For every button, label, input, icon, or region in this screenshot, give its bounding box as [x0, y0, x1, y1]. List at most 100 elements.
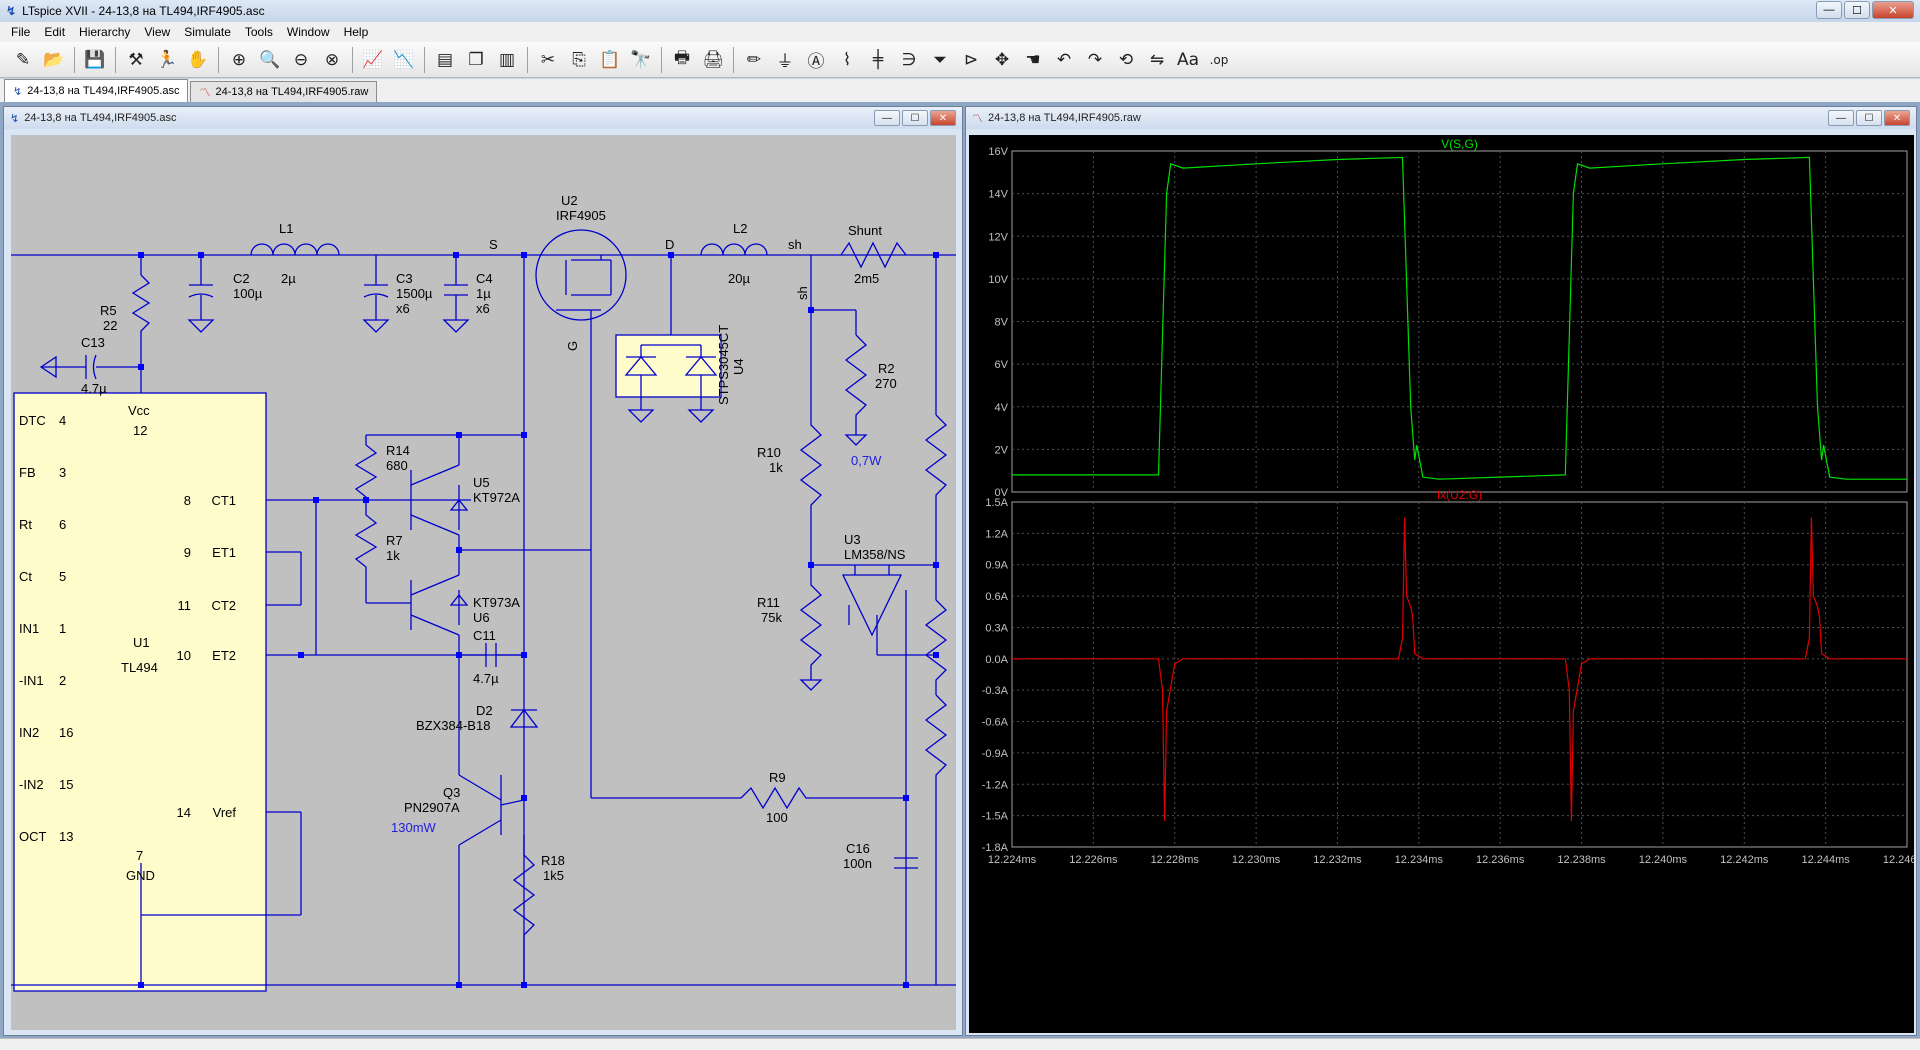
redo-icon[interactable]: ↷ [1087, 49, 1103, 70]
open-icon[interactable]: 📂 [43, 49, 65, 70]
trace-vsg [1012, 156, 1907, 480]
menu-tools[interactable]: Tools [244, 25, 273, 39]
run-icon[interactable]: 🏃 [156, 49, 178, 70]
y-tick-label: 0V [995, 487, 1009, 499]
zoom-fit-icon[interactable]: ⊗ [324, 49, 340, 70]
ic-pin-number: 10 [177, 648, 191, 663]
label-R11: R11 [757, 595, 780, 610]
label-R7: R7 [386, 533, 403, 548]
text-icon[interactable]: Aa [1176, 49, 1200, 70]
menu-bar: File Edit Hierarchy View Simulate Tools Window… [0, 22, 1920, 42]
menu-simulate[interactable]: Simulate [184, 25, 231, 39]
ic-pin-name: CT2 [211, 598, 236, 613]
mirror-icon[interactable]: ⇋ [1149, 49, 1165, 70]
zoom-out-icon[interactable]: ⊖ [293, 49, 309, 70]
label-C3-count: x6 [396, 301, 410, 316]
ic-pin-number: 1 [59, 621, 66, 636]
tab-waveform[interactable]: 〽24-13,8 на TL494,IRF4905.raw [190, 81, 378, 102]
autorange-icon[interactable]: 📈 [362, 49, 384, 70]
ic-pin-number: 8 [184, 493, 191, 508]
label-U2-value: IRF4905 [556, 208, 606, 223]
cascade-icon[interactable]: ❐ [468, 49, 484, 70]
halt-icon[interactable]: ✋ [187, 49, 209, 70]
resistor-icon[interactable]: ⌇ [842, 49, 852, 70]
menu-hierarchy[interactable]: Hierarchy [79, 25, 131, 39]
control-panel-icon[interactable]: ⚒ [128, 49, 144, 70]
drag-icon[interactable]: ☚ [1025, 49, 1041, 70]
menu-edit[interactable]: Edit [44, 25, 66, 39]
y-tick-label: 0.0A [985, 654, 1008, 666]
waveform-maximize-button[interactable]: ☐ [1856, 110, 1882, 126]
spice-directive-icon[interactable]: .op [1209, 52, 1229, 67]
label-C16: C16 [846, 841, 870, 856]
capacitor-icon[interactable]: ╪ [872, 49, 884, 70]
menu-view[interactable]: View [144, 25, 171, 39]
find-icon[interactable]: 🔭 [630, 49, 652, 70]
schematic-window[interactable]: ↯ 24-13,8 на TL494,IRF4905.asc — ☐ ✕ [3, 106, 963, 1036]
ground-icon[interactable]: ⏚ [776, 52, 794, 72]
trace-label-vsg[interactable]: V(S,G) [1441, 137, 1478, 151]
copy-icon[interactable]: ⎘ [572, 49, 586, 70]
pan-icon[interactable]: 🔍 [259, 49, 281, 70]
x-tick-label: 12.236ms [1476, 854, 1525, 866]
y-tick-label: -1.5A [982, 811, 1009, 823]
menu-window[interactable]: Window [286, 25, 330, 39]
schematic-close-button[interactable]: ✕ [930, 110, 956, 126]
waveform-close-button[interactable]: ✕ [1884, 110, 1910, 126]
draw-wire-icon[interactable]: ✏ [746, 49, 762, 70]
schematic-canvas[interactable]: L1 2µ C2 100µ R5 22 C13 4.7µ C3 1500µ x6… [11, 135, 956, 1030]
trace-label-ixu2g[interactable]: Ix(U2:G) [1437, 488, 1482, 502]
label-net-icon[interactable]: Ⓐ [807, 52, 825, 72]
cut-icon[interactable]: ✂ [540, 49, 556, 70]
tab-schematic[interactable]: ↯24-13,8 на TL494,IRF4905.asc [4, 79, 189, 102]
y-tick-label: 6V [995, 359, 1009, 371]
tile-vertical-icon[interactable]: ▥ [498, 49, 516, 70]
label-U3-value: LM358/NS [844, 547, 906, 562]
label-C3: C3 [396, 271, 413, 286]
inductor-icon[interactable]: ∋ [901, 49, 917, 70]
y-tick-label: 1.2A [985, 528, 1008, 540]
toolbar: ✎ 📂 💾 ⚒ 🏃 ✋ ⊕ 🔍 ⊖ ⊗ 📈 📉 ▤ ❐ ▥ ✂ ⎘ 📋 🔭 🖶 🖨 ✏ ⏚ Ⓐ ⌇ ╪ ∋ ⏷ ⊳ ✥ ☚ ↶ ↷ ⟲ ⇋ Aa .op [0, 42, 1920, 78]
minimize-button[interactable]: — [1816, 1, 1842, 19]
y-tick-label: 0.9A [985, 560, 1008, 572]
diode-icon[interactable]: ⏷ [933, 49, 947, 70]
label-C2-value: 100µ [233, 286, 263, 301]
x-tick-label: 12.228ms [1151, 854, 1200, 866]
move-icon[interactable]: ✥ [994, 49, 1010, 70]
print-preview-icon[interactable]: 🖨 [702, 49, 724, 70]
label-net-sh-2: sh [795, 286, 810, 300]
label-R2-power: 0,7W [851, 453, 882, 468]
label-R10-value: 1k [769, 460, 783, 475]
close-button[interactable]: ✕ [1872, 1, 1914, 19]
menu-file[interactable]: File [11, 25, 31, 39]
label-C16-value: 100n [843, 856, 872, 871]
undo-icon[interactable]: ↶ [1056, 49, 1072, 70]
new-schematic-icon[interactable]: ✎ [15, 49, 31, 70]
ic-pin-name: IN1 [19, 621, 39, 636]
ic-pin-number: 9 [184, 545, 191, 560]
delete-trace-icon[interactable]: 📉 [393, 49, 415, 70]
print-icon[interactable]: 🖶 [673, 48, 691, 68]
tile-horizontal-icon[interactable]: ▤ [436, 49, 454, 70]
toolbar-separator [115, 46, 116, 73]
waveform-minimize-button[interactable]: — [1828, 110, 1854, 126]
component-icon[interactable]: ⊳ [963, 49, 979, 70]
label-U4: U4 [731, 358, 746, 375]
y-tick-label: 12V [988, 231, 1008, 243]
menu-help[interactable]: Help [343, 25, 369, 39]
rotate-icon[interactable]: ⟲ [1118, 49, 1134, 70]
ic-pin-number: 2 [59, 673, 66, 688]
y-tick-label: -0.3A [982, 685, 1009, 697]
save-icon[interactable]: 💾 [84, 49, 106, 70]
ic-pin-name: OCT [19, 829, 47, 844]
y-tick-label: 2V [995, 444, 1009, 456]
schematic-maximize-button[interactable]: ☐ [902, 110, 928, 126]
zoom-in-icon[interactable]: ⊕ [231, 49, 247, 70]
paste-icon[interactable]: 📋 [599, 49, 621, 70]
schematic-minimize-button[interactable]: — [874, 110, 900, 126]
maximize-button[interactable]: ☐ [1844, 1, 1870, 19]
document-tabs: ↯24-13,8 на TL494,IRF4905.asc〽24-13,8 на… [0, 79, 1920, 102]
label-C4-value: 1µ [476, 286, 491, 301]
